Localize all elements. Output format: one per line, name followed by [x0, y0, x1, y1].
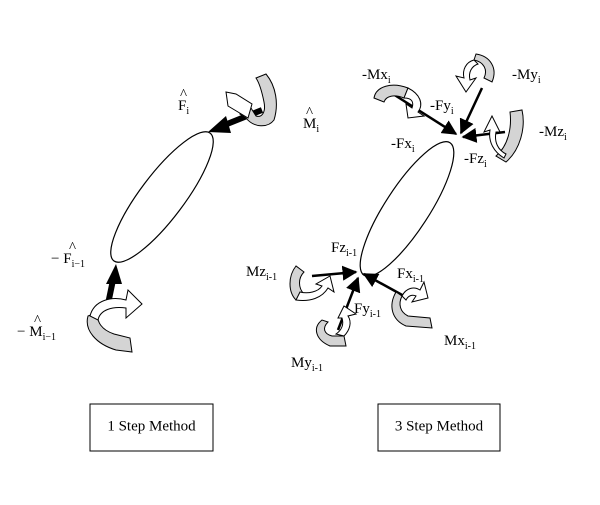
svg-text:− Mi−1: − Mi−1: [17, 324, 56, 343]
caption-left: 1 Step Method: [107, 418, 196, 434]
moment-top-mx: [373, 84, 426, 119]
svg-text:^: ^: [180, 87, 187, 103]
label-moment-end: Mi ^: [303, 105, 319, 135]
label-bottom-my: Myi-1: [291, 355, 323, 374]
svg-text:^: ^: [306, 105, 313, 121]
moment-bottom-mx: [391, 280, 433, 329]
label-bottom-fz: Fzi-1: [331, 240, 357, 259]
label-top-fy: -Fyi: [430, 98, 454, 117]
label-bottom-fx: Fxi-1: [397, 266, 424, 285]
svg-text:^: ^: [69, 240, 76, 256]
left-diagram: Fi ^ Mi ^ − Fi−1 ^ − Mi−1 ^ 1 Step Metho…: [17, 73, 319, 452]
svg-text:Fi: Fi: [178, 98, 189, 117]
label-top-my: -Myi: [512, 67, 541, 86]
svg-text:− Fi−1: − Fi−1: [51, 251, 85, 270]
label-force-end: Fi ^: [178, 87, 189, 117]
force-arrow-top: [208, 107, 264, 133]
top-force-arrows: [392, 87, 506, 143]
moment-arrow-top: [225, 73, 277, 127]
force-arrow-bottom: [105, 264, 122, 305]
label-top-fx: -Fxi: [391, 136, 415, 155]
moment-top-my: [454, 53, 495, 93]
link-body-right: [359, 141, 455, 277]
label-force-start: − Fi−1 ^: [51, 240, 85, 270]
label-top-fz: -Fzi: [464, 151, 487, 170]
svg-text:Mi: Mi: [303, 116, 319, 135]
label-moment-start: − Mi−1 ^: [17, 313, 56, 343]
moment-bottom-my: [315, 305, 358, 347]
label-bottom-mz: Mzi-1: [246, 264, 277, 283]
label-top-mz: -Mzi: [539, 124, 567, 143]
moment-arrow-bottom: [86, 288, 143, 353]
caption-right: 3 Step Method: [395, 418, 484, 434]
link-body-left: [110, 131, 214, 263]
moment-top-mz: [483, 109, 524, 163]
right-diagram: -Mxi -Myi -Fyi -Mzi -Fxi -Fzi Fzi-1 Mzi-…: [246, 53, 567, 452]
label-bottom-mx: Mxi-1: [444, 333, 476, 352]
caption-box-right: 3 Step Method: [377, 403, 501, 452]
svg-text:^: ^: [34, 313, 41, 329]
moment-bottom-mz: [289, 265, 335, 301]
label-top-mx: -Mxi: [362, 67, 391, 86]
caption-box-left: 1 Step Method: [89, 403, 214, 452]
label-bottom-fy: Fyi-1: [354, 301, 381, 320]
